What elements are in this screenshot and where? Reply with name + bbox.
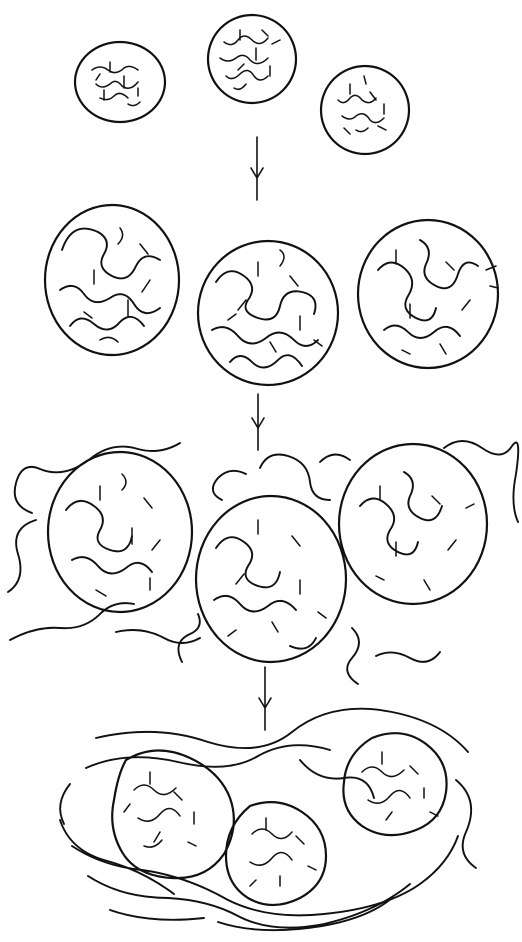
particle <box>208 15 296 103</box>
particle <box>321 66 409 154</box>
stage-4-fused-network <box>60 709 476 930</box>
process-arrow <box>251 137 263 200</box>
released-chain <box>8 441 518 684</box>
particle <box>226 802 326 905</box>
particle <box>339 444 487 604</box>
particle <box>343 733 446 835</box>
stage-1-compact-particles <box>75 15 409 154</box>
particle <box>112 750 234 878</box>
particle <box>196 496 346 662</box>
stage-2-swollen-particles <box>45 205 498 385</box>
particle <box>75 42 165 122</box>
stage-3-particles-releasing-chains <box>8 441 518 684</box>
process-arrow <box>259 667 271 730</box>
particle <box>48 452 192 612</box>
entangled-chains <box>60 709 476 930</box>
particle <box>358 220 498 368</box>
process-arrow <box>252 394 264 450</box>
particle <box>45 205 179 355</box>
particle <box>198 241 338 385</box>
